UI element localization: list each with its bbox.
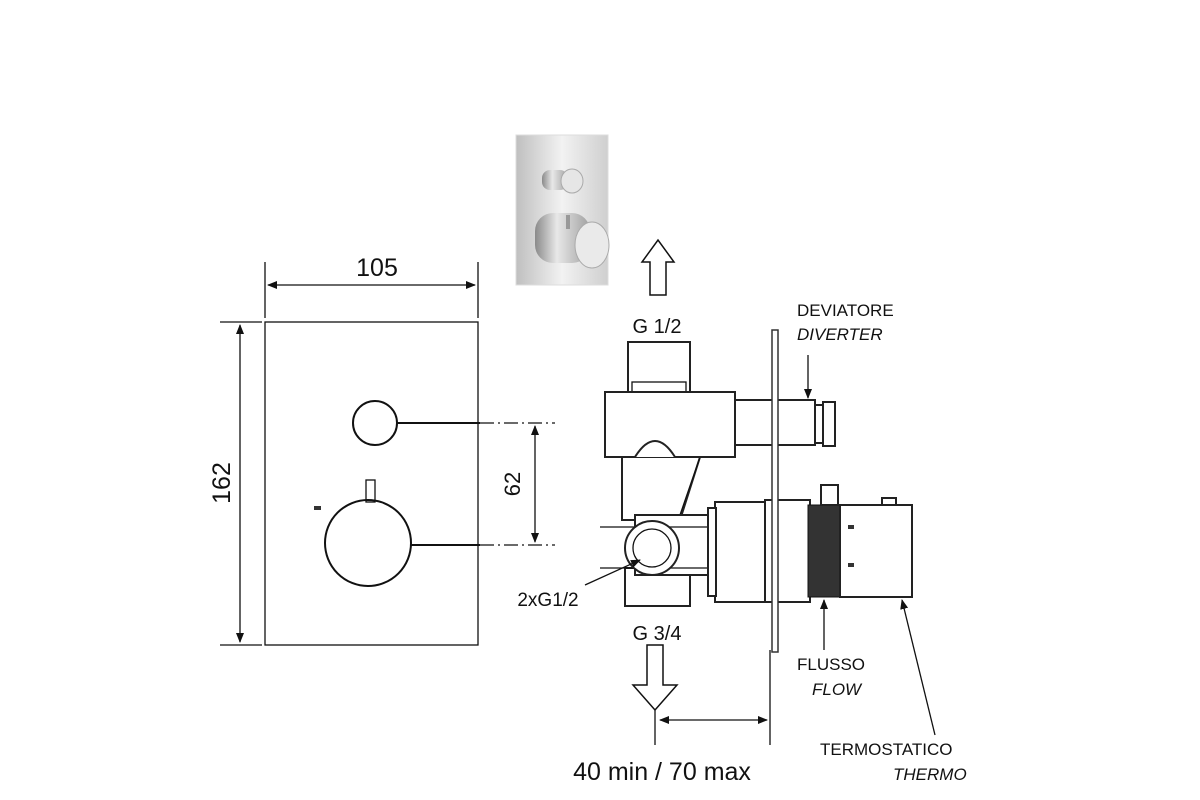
height-dimension: 162 [208, 321, 262, 646]
spacing-dimension: 62 [500, 425, 539, 543]
height-label: 162 [208, 462, 236, 504]
product-photo [515, 134, 610, 286]
valve-body-side-view [600, 329, 913, 653]
depth-label: 40 min / 70 max [573, 758, 751, 786]
bottom-connection-label: G 3/4 [633, 623, 682, 645]
wall-line [771, 329, 779, 653]
top-connection-label: G 1/2 [633, 316, 682, 338]
flow-label-en: FLOW [812, 680, 863, 699]
width-label: 105 [356, 254, 398, 282]
inlet-arrow-icon [631, 644, 679, 712]
outlet-arrow-icon [640, 238, 676, 296]
diverter-label-it: DEVIATORE [797, 301, 894, 320]
width-dimension: 105 [264, 254, 479, 318]
thermo-knob [324, 499, 412, 587]
diverter-label-en: DIVERTER [797, 325, 883, 344]
thermo-label-en: THERMO [893, 765, 967, 784]
flow-label-it: FLUSSO [797, 655, 865, 674]
diverter-knob [352, 400, 398, 446]
spacing-label: 62 [500, 472, 525, 496]
flow-band [807, 504, 841, 598]
inlets-label: 2xG1/2 [517, 590, 578, 611]
front-plate-view [264, 321, 555, 646]
depth-dimension: 40 min / 70 max [573, 650, 771, 786]
thermo-label-it: TERMOSTATICO [820, 740, 953, 759]
